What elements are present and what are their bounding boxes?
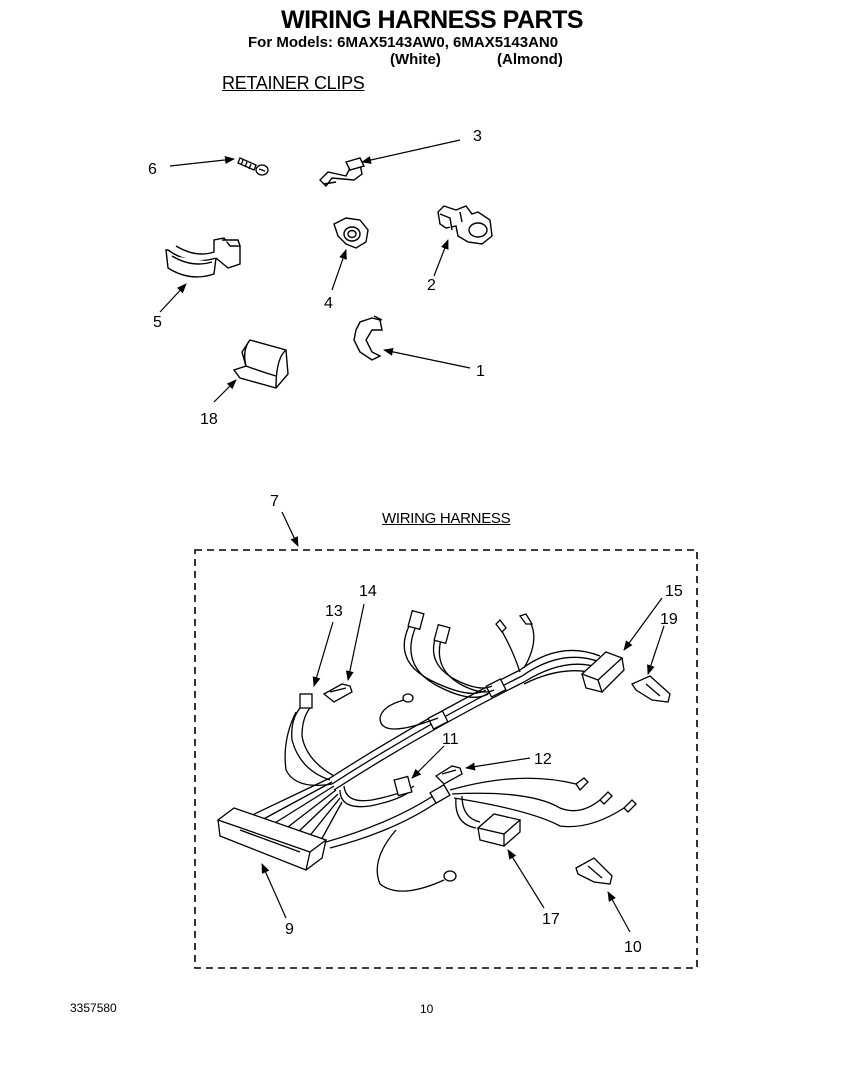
part-6-screw	[237, 157, 269, 176]
part-18-sleeve	[232, 339, 289, 389]
callout-1: 1	[476, 363, 485, 380]
color-white-label: (White)	[390, 51, 441, 68]
callout-9: 9	[285, 921, 294, 938]
callout-17: 17	[542, 911, 560, 928]
callout-4: 4	[324, 295, 333, 312]
callout-6: 6	[148, 161, 157, 178]
callout-2: 2	[427, 277, 436, 294]
callout-3: 3	[473, 128, 482, 145]
page-number: 10	[420, 1002, 434, 1016]
part-3-clip	[319, 157, 366, 188]
callout-13: 13	[325, 603, 343, 620]
callout-12: 12	[534, 751, 552, 768]
wiring-harness	[216, 609, 671, 892]
models-line: For Models: 6MAX5143AW0, 6MAX5143AN0	[248, 34, 559, 51]
callout-7: 7	[270, 493, 279, 510]
callout-5: 5	[153, 314, 162, 331]
page-title: WIRING HARNESS PARTS	[280, 6, 584, 34]
callout-18: 18	[200, 411, 218, 428]
callout-19: 19	[660, 611, 678, 628]
harness-kit-boundary	[194, 549, 698, 969]
callout-11: 11	[442, 731, 459, 748]
part-2-clip	[437, 205, 493, 245]
part-5-clip	[165, 237, 241, 278]
callout-10: 10	[624, 939, 642, 956]
part-1-clip	[353, 315, 383, 361]
section-wiring-harness-heading: WIRING HARNESS	[382, 510, 511, 527]
color-almond-label: (Almond)	[497, 51, 563, 68]
section-retainer-clips-heading: RETAINER CLIPS	[222, 73, 365, 93]
document-number: 3357580	[70, 1001, 117, 1015]
callout-14: 14	[359, 583, 377, 600]
part-4-grommet	[333, 217, 369, 249]
callout-15: 15	[665, 583, 683, 600]
